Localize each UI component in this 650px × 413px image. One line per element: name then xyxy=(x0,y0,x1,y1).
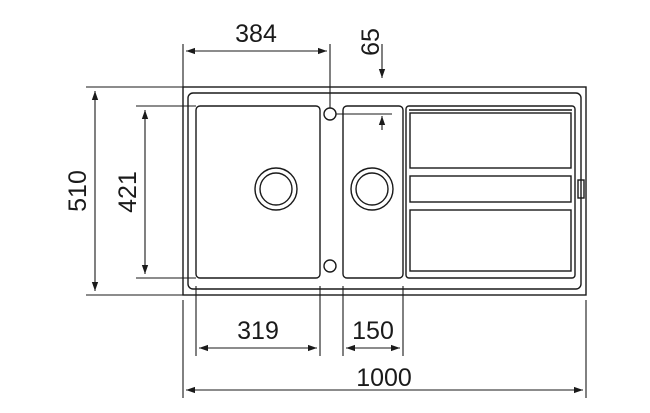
large-bowl-drain-outer xyxy=(254,167,298,211)
sink-outline xyxy=(182,86,587,296)
dim-label-510: 510 xyxy=(64,170,92,212)
dim-label-421: 421 xyxy=(114,171,142,213)
drainer xyxy=(405,105,576,279)
small-bowl-drain-inner xyxy=(355,172,389,206)
large-bowl xyxy=(195,105,321,279)
sink-rim xyxy=(187,92,582,290)
drainer-rib-top xyxy=(409,112,572,169)
dim-label-65: 65 xyxy=(357,28,385,56)
small-bowl xyxy=(342,105,404,279)
dim-label-384: 384 xyxy=(235,20,277,48)
drainer-rib-bottom xyxy=(409,209,572,272)
dim-label-319: 319 xyxy=(237,317,279,345)
tap-hole xyxy=(323,107,337,121)
overflow-hole xyxy=(323,259,337,273)
dim-label-150: 150 xyxy=(352,317,394,345)
drainer-rib-middle xyxy=(409,175,572,203)
dim-label-1000: 1000 xyxy=(356,364,412,392)
drainer-edge-notch xyxy=(577,179,585,199)
small-bowl-drain-outer xyxy=(350,167,394,211)
large-bowl-drain-inner xyxy=(259,172,293,206)
